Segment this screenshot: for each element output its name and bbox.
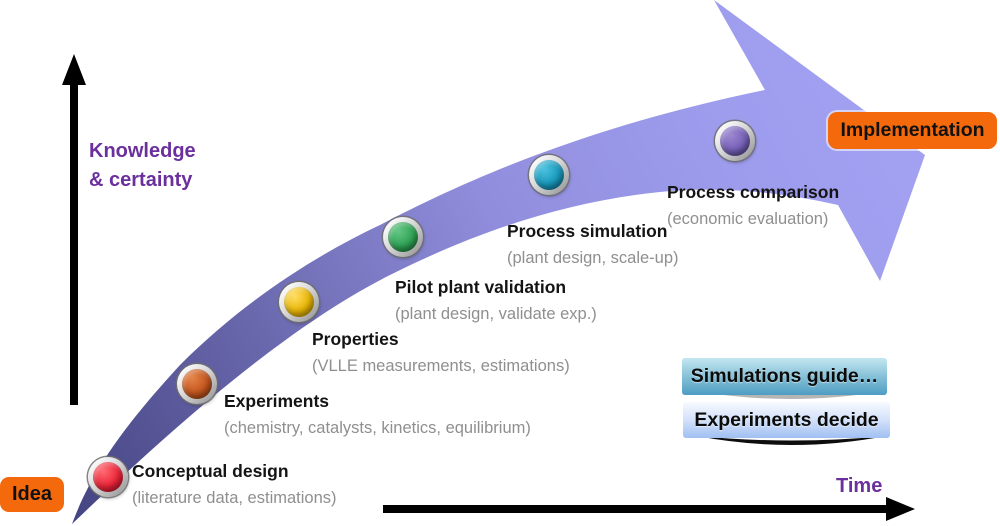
stage-subtitle: (plant design, scale-up) (507, 249, 679, 267)
stage-title: Process comparison (667, 182, 840, 202)
stage-title: Pilot plant validation (395, 277, 567, 297)
dot-process-comparison-icon (715, 121, 755, 161)
implementation-badge: Implementation (828, 112, 997, 149)
stage-subtitle: (chemistry, catalysts, kinetics, equilib… (224, 419, 531, 437)
dot-core (720, 126, 750, 156)
dot-process-simulation-icon (529, 155, 569, 195)
dot-pilot-plant-validation-icon (383, 217, 423, 257)
dot-conceptual-design-icon (88, 457, 128, 497)
stage-experiments: Experiments (chemistry, catalysts, kinet… (224, 392, 531, 437)
dot-core (93, 462, 123, 492)
x-axis-label: Time (836, 475, 883, 497)
callout-experiments-decide: Experiments decide (683, 402, 890, 438)
stage-properties: Properties (VLLE measurements, estimatio… (312, 330, 570, 375)
y-axis-arrow (62, 54, 86, 405)
stage-title: Process simulation (507, 221, 668, 241)
callout-1-shadow (696, 391, 884, 399)
stage-pilot-plant-validation: Pilot plant validation (plant design, va… (395, 278, 597, 323)
stage-process-simulation: Process simulation (plant design, scale-… (507, 222, 679, 267)
y-axis-label-line1: Knowledge (89, 140, 196, 162)
dot-experiments-icon (177, 364, 217, 404)
dot-core (388, 222, 418, 252)
dot-core (284, 287, 314, 317)
callout-2-shadow (697, 436, 886, 445)
stage-title: Conceptual design (132, 461, 289, 481)
stage-process-comparison: Process comparison (economic evaluation) (667, 183, 839, 228)
stage-subtitle: (VLLE measurements, estimations) (312, 357, 570, 375)
stage-title: Experiments (224, 391, 330, 411)
y-axis-label-line2: & certainty (89, 169, 193, 191)
stage-subtitle: (economic evaluation) (667, 210, 829, 228)
dot-properties-icon (279, 282, 319, 322)
stage-subtitle: (literature data, estimations) (132, 489, 337, 507)
stage-subtitle: (plant design, validate exp.) (395, 305, 597, 323)
y-axis-label: Knowledge & certainty (89, 137, 196, 195)
dot-core (182, 369, 212, 399)
dot-core (534, 160, 564, 190)
stage-title: Properties (312, 329, 399, 349)
main-swoosh-arrow (72, 0, 925, 524)
idea-badge: Idea (0, 477, 64, 512)
x-axis-arrow (383, 497, 915, 521)
stage-conceptual-design: Conceptual design (literature data, esti… (132, 462, 337, 507)
callout-simulations-guide: Simulations guide… (682, 358, 887, 395)
